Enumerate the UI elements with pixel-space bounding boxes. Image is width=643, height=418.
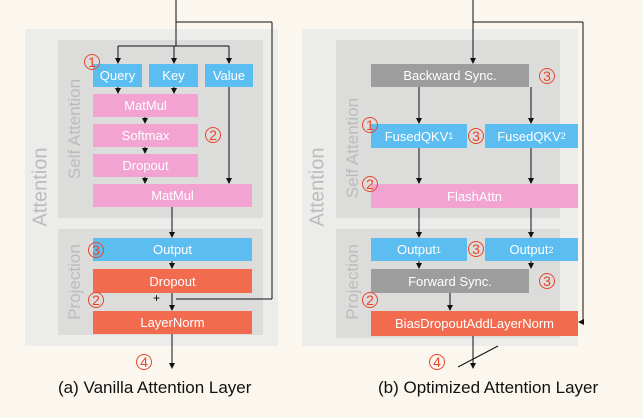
right-marker-3-output: 3	[468, 241, 484, 257]
right-marker-1: 1	[362, 117, 378, 133]
left-marker-4: 4	[136, 354, 152, 370]
right-marker-4: 4	[429, 354, 445, 370]
bias-dropout-add-layernorm-box: BiasDropoutAddLayerNorm	[371, 311, 578, 336]
right-marker-3-backward: 3	[539, 68, 555, 84]
layernorm-box: LayerNorm	[93, 311, 252, 334]
output-box: Output	[93, 238, 252, 261]
softmax-box: Softmax	[93, 124, 198, 147]
value-box: Value	[205, 64, 253, 87]
residual-plus: +	[153, 291, 161, 305]
left-caption: (a) Vanilla Attention Layer	[58, 378, 252, 397]
key-box: Key	[149, 64, 198, 87]
left-marker-1: 1	[84, 54, 100, 70]
left-marker-2-dropout: 2	[88, 292, 104, 308]
backward-sync-box: Backward Sync.	[371, 64, 529, 87]
left-marker-3: 3	[88, 242, 104, 258]
right-marker-3-forward: 3	[539, 273, 555, 289]
query-box: Query	[93, 64, 142, 87]
flashattn-box: FlashAttn	[371, 184, 578, 208]
left-marker-2-softmax: 2	[205, 127, 221, 143]
right-marker-3-fusedqkv: 3	[468, 128, 484, 144]
matmul-1-box: MatMul	[93, 94, 198, 117]
dropout-2-box: Dropout	[93, 269, 252, 293]
matmul-2-box: MatMul	[93, 184, 252, 207]
dropout-1-box: Dropout	[93, 154, 198, 177]
right-caption: (b) Optimized Attention Layer	[378, 378, 599, 397]
right-marker-2-bias: 2	[362, 292, 378, 308]
right-marker-2-flashattn: 2	[362, 176, 378, 192]
forward-sync-box: Forward Sync.	[371, 269, 529, 293]
